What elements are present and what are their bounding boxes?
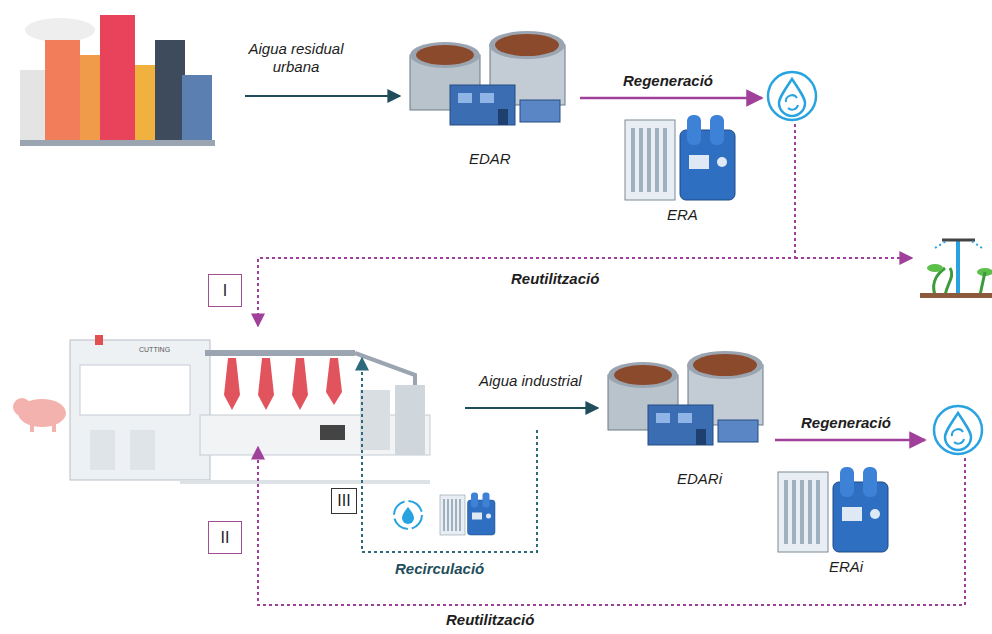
drawing-path	[580, 97, 762, 100]
drawing-g	[440, 493, 495, 536]
drawing-path	[465, 407, 598, 409]
flow-lines	[245, 96, 965, 605]
drawing-path	[258, 358, 274, 410]
drawing-rect	[30, 422, 34, 432]
drawing-rect	[182, 75, 212, 145]
flow-label: EDAR	[469, 150, 511, 168]
drawing-rect	[360, 390, 390, 450]
slaughterhouse-line	[13, 335, 430, 484]
drawing-path	[258, 447, 965, 605]
drawing-ellipse	[25, 18, 95, 42]
recycled-water-icon	[768, 72, 816, 120]
drawing-path	[402, 507, 414, 524]
machine-label: CUTTING	[139, 346, 170, 354]
drawing-path	[258, 124, 795, 326]
drawing-rect	[80, 365, 190, 415]
flow-label: Regeneració	[801, 414, 891, 432]
drawing-path	[224, 358, 240, 410]
irrigation-icon	[920, 240, 992, 298]
drawing-path	[355, 353, 415, 385]
drawing-rect	[130, 430, 155, 470]
drawing-rect	[45, 40, 80, 145]
industrial-treatment-plant	[608, 351, 763, 445]
callout-box: I	[208, 274, 242, 307]
drawing-rect	[95, 335, 103, 345]
drawing-path	[245, 95, 400, 97]
drawing-circle	[13, 398, 31, 416]
recycled-water-icon	[934, 406, 982, 454]
flow-label: ERA	[667, 206, 698, 224]
drawing-rect	[205, 350, 355, 356]
flow-label: Reutilització	[511, 270, 599, 288]
callout-number: III	[337, 492, 350, 510]
flow-label: Reutilització	[446, 611, 534, 629]
drawing-path	[935, 240, 982, 248]
drawing-ellipse	[927, 264, 943, 272]
flow-label: Regeneració	[623, 72, 713, 90]
recirculation-icons	[394, 493, 495, 536]
drawing-path	[980, 272, 985, 295]
drawing-path	[795, 257, 912, 259]
drawing-circle	[394, 501, 422, 529]
drawing-rect	[52, 422, 56, 432]
flow-label: Aigua residual urbana	[236, 40, 356, 76]
flow-label: Aigua industrial	[479, 372, 582, 390]
drawing-rect	[100, 15, 135, 145]
drawing-rect	[90, 430, 115, 470]
drawing-path	[292, 358, 308, 410]
regeneration-plant	[625, 115, 735, 200]
callout-number: II	[221, 529, 230, 547]
drawing-g	[224, 358, 342, 410]
drawing-path	[942, 239, 975, 242]
industrial-regeneration-plant	[778, 467, 888, 552]
drawing-rect	[70, 340, 210, 480]
flow-label: EDARi	[677, 470, 722, 488]
city-illustration	[20, 15, 215, 146]
callout-box: III	[331, 488, 357, 514]
drawing-path	[775, 439, 925, 442]
drawing-rect	[180, 480, 430, 484]
drawing-rect	[320, 425, 345, 440]
drawing-path	[326, 358, 342, 405]
drawing-use	[440, 493, 495, 536]
drawing-rect	[20, 140, 215, 146]
callout-box: II	[208, 521, 242, 554]
flow-label: ERAi	[829, 558, 863, 576]
treatment-plant	[410, 31, 565, 125]
callout-number: I	[223, 282, 227, 300]
drawing-rect	[956, 240, 960, 295]
drawing-rect	[395, 385, 425, 455]
flow-label: Recirculació	[395, 560, 484, 578]
drawing-path	[934, 268, 952, 295]
drawing-rect	[155, 40, 185, 145]
drawing-rect	[920, 293, 992, 298]
